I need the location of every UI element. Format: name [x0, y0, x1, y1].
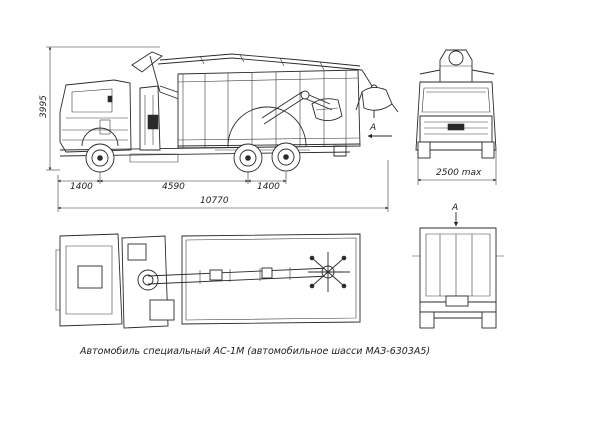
side-view-boom: [157, 53, 363, 125]
view-a-arrow: А: [367, 123, 392, 139]
side-view-rear-light: [333, 145, 347, 157]
side-view-dimensions: 3995 1400 4590 1400 10770: [39, 46, 389, 212]
dim-wheelbase: 4590: [162, 182, 185, 192]
dim-width: 2500 max: [436, 168, 482, 178]
top-view-crane-base: [121, 235, 175, 329]
rear-view: А: [412, 203, 504, 329]
dim-overall-length: 10770: [200, 196, 229, 206]
top-view-grapple: [308, 252, 350, 292]
drawing-caption: Автомобиль специальный АС-1М (автомобиль…: [79, 346, 430, 357]
front-view: 2500 max: [415, 49, 497, 185]
dim-rear-axle-spacing: 1400: [257, 182, 280, 192]
side-view: А: [59, 51, 399, 173]
view-a-marker: А: [369, 123, 376, 133]
view-a-label: А: [451, 203, 458, 213]
side-view-cab: [59, 79, 132, 153]
dim-front-overhang: 1400: [70, 182, 93, 192]
top-view-boom: [147, 267, 331, 285]
top-view: [55, 233, 361, 329]
dim-height: 3995: [39, 95, 49, 118]
side-view-cargo-body: [177, 69, 361, 149]
side-view-grapple: [311, 69, 399, 121]
